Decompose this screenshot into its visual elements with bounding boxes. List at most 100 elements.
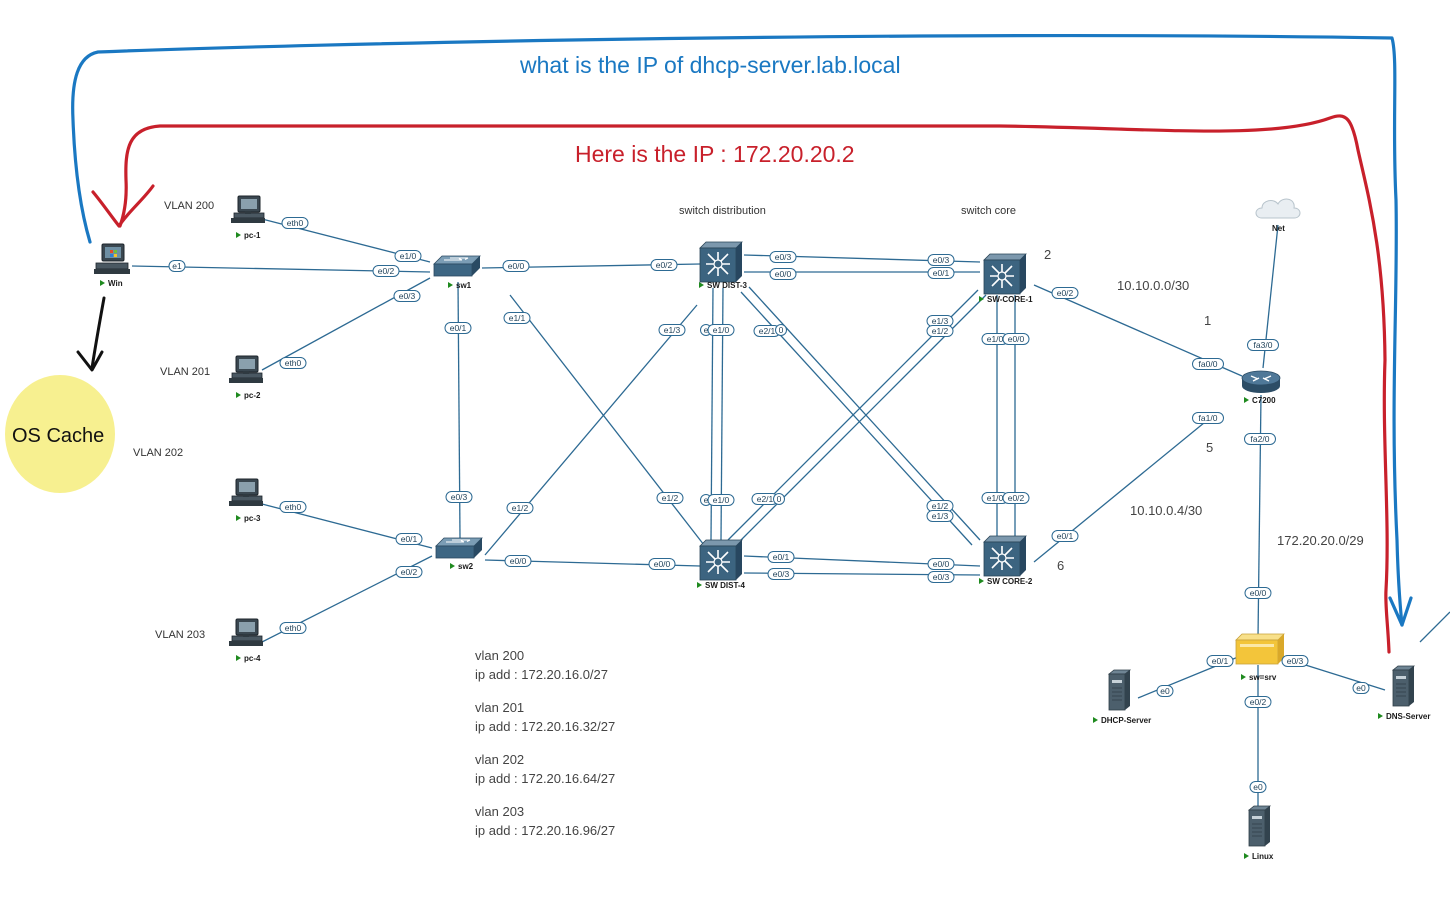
- annotation-texts: what is the IP of dhcp-server.lab.local …: [12, 52, 901, 447]
- sw-dist-3-node[interactable]: [699, 241, 743, 283]
- interface-label-c1-e0-1: e0/1: [927, 267, 955, 279]
- interface-label-text: e1/2: [932, 326, 949, 336]
- sw-dist-4-node[interactable]: [699, 539, 743, 581]
- interface-label-text: 0: [777, 494, 782, 504]
- interface-label-c2-e0-0: e0/0: [927, 558, 955, 570]
- interface-label-sw1-e0-3: e0/3: [393, 290, 421, 302]
- vlan-note-200-name: vlan 200: [475, 648, 524, 663]
- interface-label-text: e0/2: [656, 260, 673, 270]
- interface-label-pc3-eth0: eth0: [279, 501, 307, 513]
- interface-label-text: e1/2: [932, 501, 949, 511]
- linux-node[interactable]: [1248, 805, 1271, 847]
- interface-label-text: fa1/0: [1199, 413, 1218, 423]
- interface-label-pc4-eth0: eth0: [279, 622, 307, 634]
- c7200-router-node[interactable]: [1241, 370, 1281, 394]
- sw1-node[interactable]: [433, 255, 481, 277]
- interface-label-text: e1/1: [509, 313, 526, 323]
- vlan-note-200-ip: ip add : 172.20.16.0/27: [475, 667, 608, 682]
- interface-label-text: e0/3: [775, 252, 792, 262]
- net-cloud-node[interactable]: [1255, 198, 1301, 219]
- interface-label-d3-e1-3: e1/3: [658, 324, 686, 336]
- vlan-note-202-name: vlan 202: [475, 752, 524, 767]
- interface-label-dhcp-e0: e0: [1156, 685, 1174, 697]
- interface-label-text: e1/2: [662, 493, 679, 503]
- interface-label-d4-e1-0: e1/0: [707, 494, 735, 506]
- interface-label-sw2-e0-2: e0/2: [395, 566, 423, 578]
- interface-label-text: e0/1: [1057, 531, 1074, 541]
- pc-2-label: pc-2: [244, 391, 261, 400]
- interface-label-text: e1: [172, 261, 182, 271]
- sw-core-2-node[interactable]: [983, 535, 1027, 577]
- subnet-link2-label: 10.10.0.4/30: [1130, 503, 1202, 518]
- vlan-note-203-name: vlan 203: [475, 804, 524, 819]
- sw2-label: sw2: [458, 562, 474, 571]
- pc-2-node[interactable]: [228, 355, 264, 384]
- sw-dist-3-label: SW DIST-3: [707, 281, 748, 290]
- interface-label-d4-e0-3: e0/3: [767, 568, 795, 580]
- interface-label-d3-0: 0: [775, 324, 787, 336]
- pc-4-label: pc-4: [244, 654, 261, 663]
- interface-label-text: e1/3: [932, 511, 949, 521]
- interface-label-sw1-e0-0: e0/0: [502, 260, 530, 272]
- dhcp-server-node[interactable]: [1108, 669, 1131, 711]
- sw-core-2-label: SW CORE-2: [987, 577, 1033, 586]
- interface-label-text: e0/0: [510, 556, 527, 566]
- interface-label-text: eth0: [287, 218, 304, 228]
- win-node[interactable]: [94, 243, 130, 274]
- vlan-note-201-name: vlan 201: [475, 700, 524, 715]
- interface-label-sw1-e1-1: e1/1: [503, 312, 531, 324]
- interface-label-linux-e0: e0: [1249, 781, 1267, 793]
- interface-label-text: e0/3: [451, 492, 468, 502]
- interface-label-text: e2/1: [759, 326, 776, 336]
- dhcp-server-label: DHCP-Server: [1101, 716, 1151, 725]
- sw-core-1-node[interactable]: [983, 253, 1027, 295]
- pc-4-node[interactable]: [228, 618, 264, 647]
- interface-label-text: fa3/0: [1254, 340, 1273, 350]
- os-cache-bubble: [5, 375, 115, 493]
- interface-label-text: e1/0: [987, 493, 1004, 503]
- interface-label-r-fa3-0: fa3/0: [1247, 339, 1279, 351]
- section-labels: switch distribution switch core: [679, 205, 1016, 217]
- interface-label-r-fa0-0: fa0/0: [1192, 358, 1224, 370]
- dns-server-node[interactable]: [1392, 665, 1415, 707]
- interface-label-text: e0/2: [1057, 288, 1074, 298]
- os-cache-text: OS Cache: [12, 425, 104, 447]
- os-cache-arrow-stroke: [76, 296, 106, 372]
- interface-label-text: e1/3: [664, 325, 681, 335]
- vlan-notes: vlan 200 ip add : 172.20.16.0/27 vlan 20…: [475, 648, 615, 838]
- interface-label-d3-e0-3: e0/3: [769, 251, 797, 263]
- sw-srv-node[interactable]: [1235, 633, 1285, 665]
- interface-label-d4-e0-0: e0/0: [648, 558, 676, 570]
- interface-label-sw2-e0-3: e0/3: [445, 491, 473, 503]
- interface-label-sw1-e0-2: e0/2: [372, 265, 400, 277]
- marker-labels: 2 1 5 6: [1044, 247, 1213, 573]
- interface-label-text: e0/1: [773, 552, 790, 562]
- interface-label-sw2-e1-2: e1/2: [506, 502, 534, 514]
- question-arrow-stroke: [71, 34, 1413, 627]
- interface-label-dns-e0: e0: [1352, 682, 1370, 694]
- interface-label-text: eth0: [285, 623, 302, 633]
- interface-label-text: e0/3: [773, 569, 790, 579]
- interface-label-c1-e0-0: e0/0: [1002, 333, 1030, 345]
- interface-label-sw2-e0-1: e0/1: [395, 533, 423, 545]
- links-layer: [131, 218, 1450, 806]
- interface-label-c1-e1-2: e1/2: [926, 325, 954, 337]
- interface-label-text: e0/0: [1008, 334, 1025, 344]
- interface-label-pc2-eth0: eth0: [279, 357, 307, 369]
- sw2-node[interactable]: [435, 537, 483, 559]
- interface-label-d4-e0-1: e0/1: [767, 551, 795, 563]
- pc-1-node[interactable]: [230, 195, 266, 224]
- pc-3-node[interactable]: [228, 478, 264, 507]
- sw-dist-4-label: SW DIST-4: [705, 581, 746, 590]
- subnet-link1-label: 10.10.0.0/30: [1117, 278, 1189, 293]
- pc-1-label: pc-1: [244, 231, 261, 240]
- c7200-label: C7200: [1252, 396, 1276, 405]
- vlan-note-203-ip: ip add : 172.20.16.96/27: [475, 823, 615, 838]
- interface-label-text: eth0: [285, 502, 302, 512]
- interface-label-text: e0/1: [933, 268, 950, 278]
- interface-label-text: e0/2: [401, 567, 418, 577]
- interface-label-text: e0: [1356, 683, 1366, 693]
- interface-label-text: e1/0: [713, 495, 730, 505]
- interface-label-d3-e1-0: e1/0: [707, 324, 735, 336]
- interface-label-c2-e1-2: e1/2: [926, 500, 954, 512]
